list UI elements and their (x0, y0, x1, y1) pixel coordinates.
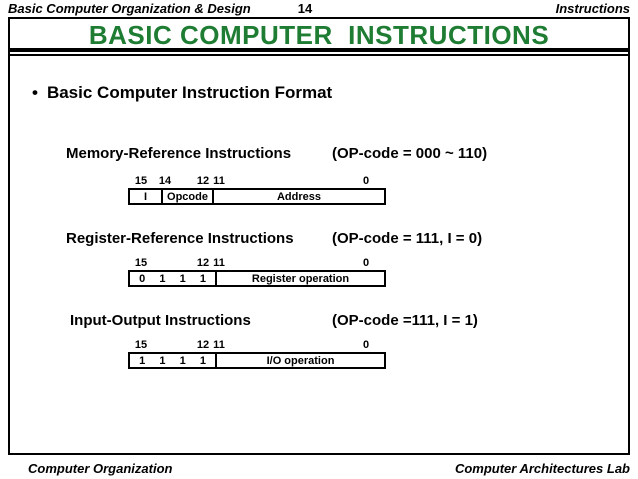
bit-label: 11 (213, 339, 225, 351)
header-book-title: Basic Computer Organization & Design (8, 1, 251, 16)
field-register-operation: Register operation (215, 272, 384, 285)
bit-label: 15 (134, 257, 148, 269)
bit-value: 1 (159, 272, 166, 285)
bit-label: 15 (134, 175, 148, 187)
opcode-note-input-output: (OP-code =111, I = 1) (332, 312, 478, 329)
input-output-format-diagram: 15 12 11 0 1 1 1 1 I/O operation (128, 339, 386, 369)
field-opcode: Opcode (161, 190, 212, 203)
slide-frame: BASIC COMPUTER INSTRUCTIONS • Basic Compu… (8, 17, 630, 455)
bullet-heading: • Basic Computer Instruction Format (32, 83, 332, 103)
bit-value: 1 (179, 354, 186, 367)
instruction-fields: I Opcode Address (128, 188, 386, 205)
title-separator-thick (10, 48, 628, 52)
opcode-note-register-reference: (OP-code = 111, I = 0) (332, 230, 483, 247)
title-separator-thin (10, 54, 628, 56)
field-address: Address (212, 190, 384, 203)
bit-label: 12 (196, 339, 210, 351)
footer-course-name: Computer Organization (28, 461, 173, 476)
bit-label: 15 (134, 339, 148, 351)
section-title-input-output: Input-Output Instructions (70, 312, 251, 329)
bit-value: 1 (179, 272, 186, 285)
section-title-memory-reference: Memory-Reference Instructions (66, 145, 292, 162)
bit-label: 12 (196, 175, 210, 187)
field-io-operation: I/O operation (215, 354, 384, 367)
bit-value: 1 (159, 354, 166, 367)
header-page-number: 14 (297, 1, 313, 16)
bit-value: 1 (139, 354, 146, 367)
section-title-register-reference: Register-Reference Instructions (66, 230, 294, 247)
footer-lab-name: Computer Architectures Lab (454, 461, 630, 476)
bit-label: 0 (362, 257, 370, 269)
bit-labels: 15 14 12 11 0 (128, 175, 386, 188)
field-i: I (143, 190, 148, 203)
bullet-icon: • (32, 83, 38, 102)
slide-title: BASIC COMPUTER INSTRUCTIONS (88, 20, 550, 50)
bit-labels: 15 12 11 0 (128, 339, 386, 352)
bit-value: 1 (199, 272, 206, 285)
bit-label: 0 (362, 175, 370, 187)
register-reference-format-diagram: 15 12 11 0 0 1 1 1 Register operation (128, 257, 386, 287)
memory-reference-format-diagram: 15 14 12 11 0 I Opcode Address (128, 175, 386, 205)
instruction-fields: 0 1 1 1 Register operation (128, 270, 386, 287)
header-chapter: Instructions (555, 1, 630, 16)
bit-label: 12 (196, 257, 210, 269)
instruction-fields: 1 1 1 1 I/O operation (128, 352, 386, 369)
bit-label: 0 (362, 339, 370, 351)
bit-value: 0 (139, 272, 146, 285)
bit-label: 14 (158, 175, 172, 187)
heading-text: Basic Computer Instruction Format (46, 83, 333, 102)
bit-labels: 15 12 11 0 (128, 257, 386, 270)
bit-label: 11 (213, 257, 225, 269)
field-opcode-bits: 1 1 1 1 (130, 354, 215, 367)
field-opcode-bits: 0 1 1 1 (130, 272, 215, 285)
bit-label: 11 (213, 175, 225, 187)
opcode-note-memory-reference: (OP-code = 000 ~ 110) (332, 145, 488, 162)
bit-value: 1 (199, 354, 206, 367)
